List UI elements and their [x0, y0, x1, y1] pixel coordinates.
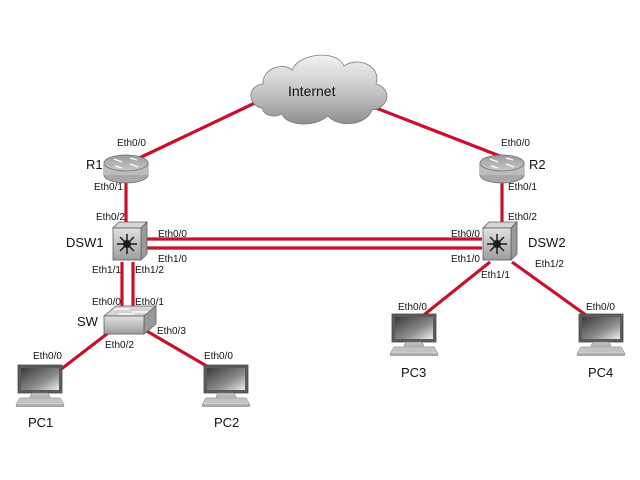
router-r2[interactable]: R2 Eth0/0 Eth0/1: [479, 138, 546, 193]
dsw2-port-eth10: Eth1/0: [451, 254, 480, 265]
cloud-icon: [250, 54, 388, 125]
sw-label: SW: [77, 314, 99, 329]
pc1-label: PC1: [28, 415, 53, 430]
link-internet-r2: [375, 106, 506, 160]
link-sw-pc2: [144, 328, 211, 370]
dsw1-port-eth11: Eth1/1: [92, 265, 121, 276]
link-internet-r1: [134, 100, 258, 162]
pc-icon: [15, 364, 65, 408]
multilayer-switch-dsw1[interactable]: DSW1 Eth0/2 Eth0/0 Eth1/0 Eth1/1 Eth1/2: [66, 212, 187, 276]
network-links: [59, 100, 591, 372]
pc-icon: [201, 364, 251, 408]
sw-port-eth02: Eth0/2: [105, 340, 134, 351]
dsw2-port-eth00: Eth0/0: [451, 229, 480, 240]
dsw1-label: DSW1: [66, 235, 104, 250]
pc-pc1[interactable]: Eth0/0 PC1: [15, 351, 65, 430]
r1-label: R1: [86, 157, 103, 172]
dsw1-port-eth12: Eth1/2: [135, 265, 164, 276]
dsw2-port-eth12: Eth1/2: [535, 259, 564, 270]
dsw1-port-eth10: Eth1/0: [158, 254, 187, 265]
pc-pc4[interactable]: Eth0/0 PC4: [576, 302, 626, 380]
sw-port-eth01: Eth0/1: [135, 297, 164, 308]
pc4-port-eth00: Eth0/0: [586, 302, 615, 313]
pc3-port-eth00: Eth0/0: [398, 302, 427, 313]
pc-pc2[interactable]: Eth0/0 PC2: [201, 351, 251, 430]
pc4-label: PC4: [588, 365, 613, 380]
pc-icon: [389, 313, 439, 357]
r2-port-eth00: Eth0/0: [501, 138, 530, 149]
multilayer-switch-icon: [482, 221, 518, 261]
pc-icon: [576, 313, 626, 357]
internet-cloud[interactable]: Internet: [250, 54, 388, 125]
switch-icon: [103, 305, 157, 335]
router-icon: [103, 154, 149, 184]
pc3-label: PC3: [401, 365, 426, 380]
router-icon: [479, 154, 525, 184]
link-sw-pc1: [59, 328, 113, 372]
sw-port-eth00: Eth0/0: [92, 297, 121, 308]
pc-pc3[interactable]: Eth0/0 PC3: [389, 302, 439, 380]
dsw2-port-eth11: Eth1/1: [481, 270, 510, 281]
dsw2-port-eth02: Eth0/2: [508, 212, 537, 223]
r1-port-eth01: Eth0/1: [94, 182, 123, 193]
pc2-label: PC2: [214, 415, 239, 430]
switch-sw[interactable]: SW Eth0/0 Eth0/1 Eth0/2 Eth0/3: [77, 297, 186, 351]
multilayer-switch-icon: [112, 221, 148, 261]
dsw1-port-eth02: Eth0/2: [96, 212, 125, 223]
pc1-port-eth00: Eth0/0: [33, 351, 62, 362]
r1-port-eth00: Eth0/0: [117, 138, 146, 149]
multilayer-switch-dsw2[interactable]: DSW2 Eth0/2 Eth0/0 Eth1/0 Eth1/1 Eth1/2: [451, 212, 566, 281]
link-dsw2-pc3: [419, 260, 491, 320]
link-dsw2-pc4: [511, 260, 591, 320]
router-r1[interactable]: R1 Eth0/0 Eth0/1: [86, 138, 149, 193]
dsw1-port-eth00: Eth0/0: [158, 229, 187, 240]
dsw2-label: DSW2: [528, 235, 566, 250]
r2-port-eth01: Eth0/1: [508, 182, 537, 193]
internet-label: Internet: [288, 83, 336, 99]
r2-label: R2: [529, 157, 546, 172]
pc2-port-eth00: Eth0/0: [204, 351, 233, 362]
sw-port-eth03: Eth0/3: [157, 326, 186, 337]
